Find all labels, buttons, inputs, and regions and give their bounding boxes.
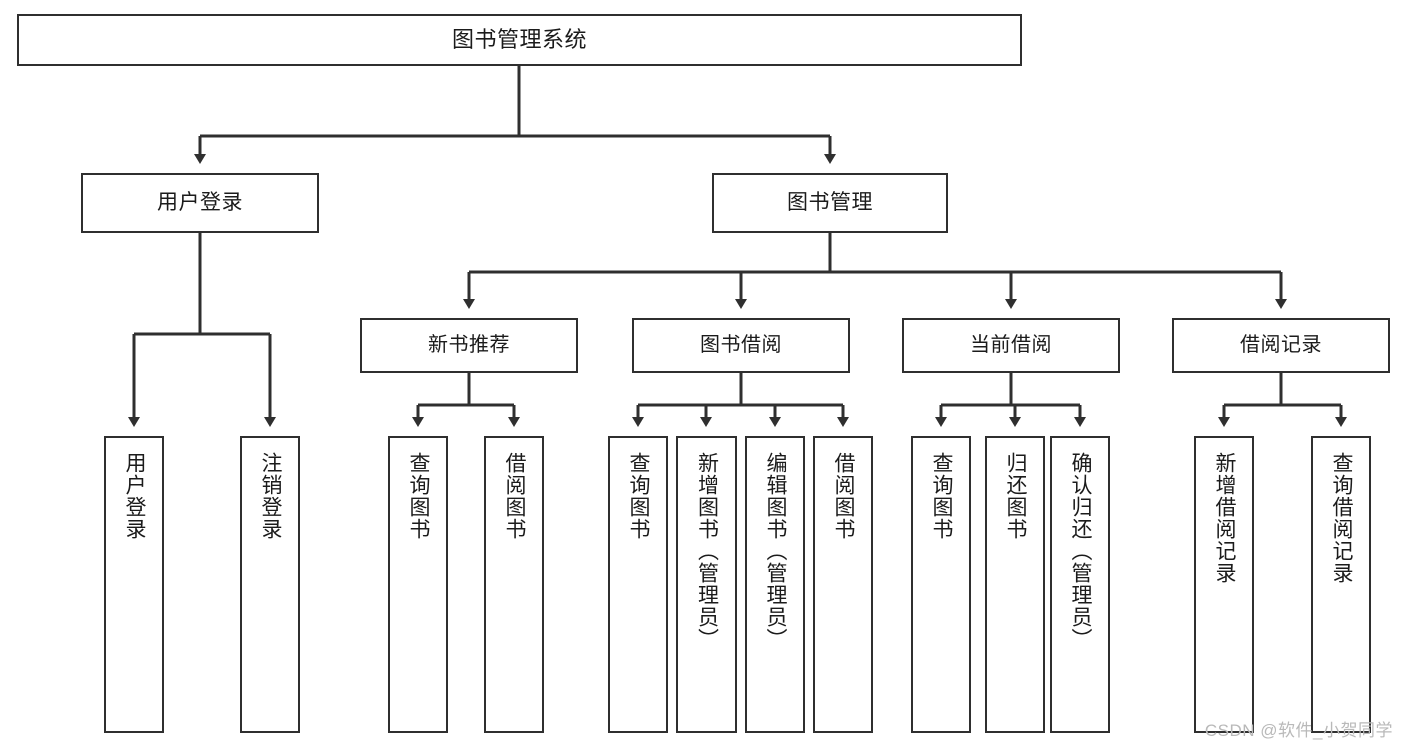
- node-leaf-logout-label: 注销登录: [259, 452, 283, 540]
- node-leaf-user-login[interactable]: 用户登录: [104, 436, 164, 733]
- node-leaf-query-record-label: 查询借阅记录: [1330, 452, 1354, 584]
- node-book-manage-label: 图书管理: [787, 190, 873, 214]
- node-leaf-query-book-2-label: 查询图书: [627, 452, 651, 540]
- node-leaf-borrow-book-2[interactable]: 借阅图书: [813, 436, 873, 733]
- node-leaf-add-record-label: 新增借阅记录: [1213, 452, 1237, 584]
- node-borrow-record-label: 借阅记录: [1240, 334, 1322, 356]
- node-user-login-label: 用户登录: [157, 190, 243, 214]
- node-current-borrow[interactable]: 当前借阅: [902, 318, 1120, 373]
- node-leaf-add-book-label: 新增图书（管理员）: [695, 452, 719, 650]
- node-leaf-confirm-return-label: 确认归还（管理员）: [1069, 452, 1093, 650]
- node-leaf-logout[interactable]: 注销登录: [240, 436, 300, 733]
- node-leaf-add-book[interactable]: 新增图书（管理员）: [676, 436, 737, 733]
- node-leaf-borrow-book-1-label: 借阅图书: [503, 452, 527, 540]
- node-leaf-query-book-1[interactable]: 查询图书: [388, 436, 448, 733]
- node-leaf-query-record[interactable]: 查询借阅记录: [1311, 436, 1371, 733]
- node-leaf-query-book-1-label: 查询图书: [407, 452, 431, 540]
- node-leaf-query-book-2[interactable]: 查询图书: [608, 436, 668, 733]
- node-book-borrow[interactable]: 图书借阅: [632, 318, 850, 373]
- node-current-borrow-label: 当前借阅: [970, 334, 1052, 356]
- node-borrow-record[interactable]: 借阅记录: [1172, 318, 1390, 373]
- node-leaf-edit-book-label: 编辑图书（管理员）: [764, 452, 788, 650]
- node-root-label: 图书管理系统: [451, 27, 587, 53]
- node-leaf-edit-book[interactable]: 编辑图书（管理员）: [745, 436, 805, 733]
- node-leaf-query-book-3[interactable]: 查询图书: [911, 436, 971, 733]
- node-book-borrow-label: 图书借阅: [700, 334, 782, 356]
- watermark: CSDN @软件_小贺同学: [1204, 721, 1393, 740]
- node-leaf-add-record[interactable]: 新增借阅记录: [1194, 436, 1254, 733]
- node-root[interactable]: 图书管理系统: [17, 14, 1022, 66]
- node-leaf-return-book[interactable]: 归还图书: [985, 436, 1045, 733]
- node-leaf-user-login-label: 用户登录: [123, 452, 147, 540]
- node-leaf-query-book-3-label: 查询图书: [930, 452, 954, 540]
- node-new-book-recommend-label: 新书推荐: [428, 334, 510, 356]
- node-new-book-recommend[interactable]: 新书推荐: [360, 318, 578, 373]
- node-leaf-confirm-return[interactable]: 确认归还（管理员）: [1050, 436, 1110, 733]
- node-book-manage[interactable]: 图书管理: [712, 173, 948, 233]
- node-leaf-borrow-book-1[interactable]: 借阅图书: [484, 436, 544, 733]
- node-leaf-borrow-book-2-label: 借阅图书: [832, 452, 856, 540]
- node-leaf-return-book-label: 归还图书: [1004, 452, 1028, 540]
- node-user-login[interactable]: 用户登录: [81, 173, 319, 233]
